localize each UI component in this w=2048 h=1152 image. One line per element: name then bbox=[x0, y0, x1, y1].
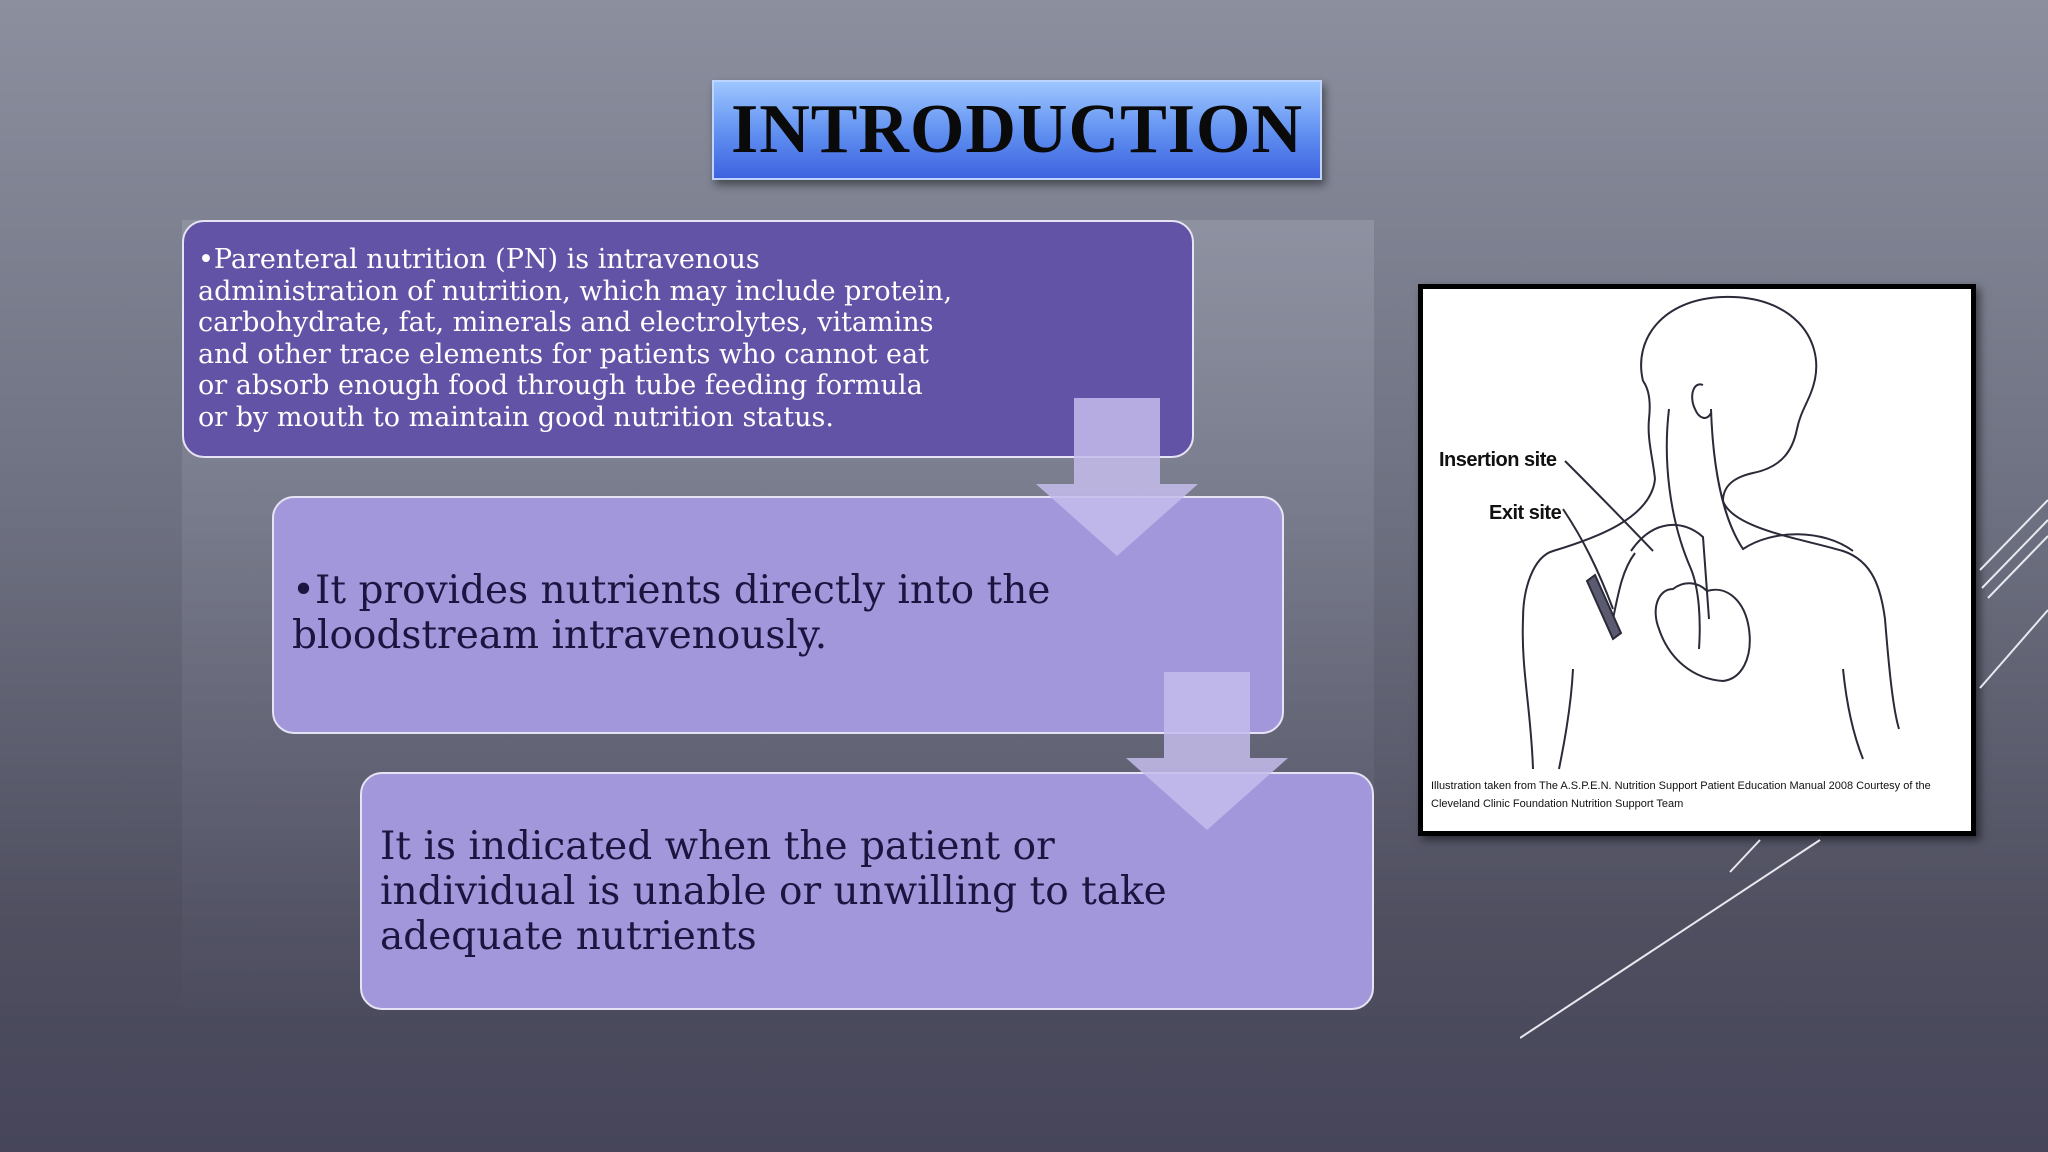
title-box: INTRODUCTION bbox=[712, 80, 1322, 180]
step-1-text: •Parenteral nutrition (PN) is intravenou… bbox=[198, 244, 953, 433]
body-outline-drawing bbox=[1521, 295, 1900, 770]
step-box-1: •Parenteral nutrition (PN) is intravenou… bbox=[182, 220, 1194, 458]
step-2-text: •It provides nutrients directly into the… bbox=[292, 568, 1051, 658]
exit-site-label: Exit site bbox=[1489, 502, 1562, 524]
decorative-lines bbox=[1520, 499, 2048, 1039]
pn-catheter-illustration: Insertion site Exit site Illustration ta… bbox=[1418, 284, 1976, 836]
slide-title: INTRODUCTION bbox=[730, 91, 1304, 168]
down-arrow-icon bbox=[1036, 398, 1198, 556]
down-arrow-icon bbox=[1126, 672, 1288, 830]
illustration-caption: Illustration taken from The A.S.P.E.N. N… bbox=[1431, 780, 1931, 810]
insertion-site-label: Insertion site bbox=[1439, 449, 1557, 471]
step-3-text: It is indicated when the patient or indi… bbox=[380, 824, 1167, 959]
